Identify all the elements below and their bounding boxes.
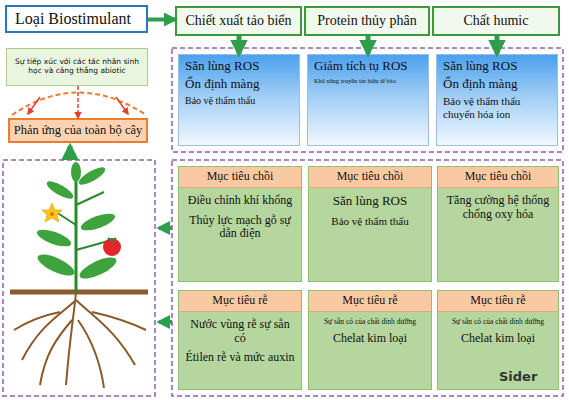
mechanism-box: Săn lùng ROS Ổn định màngBảo vệ thẩm thấu… [436, 54, 558, 146]
target-panel: Mục tiêu rễ Sự sẵn có của chất dinh dưỡng… [308, 290, 432, 390]
node-text: Protein thủy phân [317, 13, 417, 29]
panel-heading: Mục tiêu chồi [179, 167, 301, 188]
target-panel: Mục tiêu rễ Sự sẵn có của chất dinh dưỡng… [437, 290, 559, 390]
plant-frame [3, 160, 155, 396]
node-text: Săn lùng ROS [309, 194, 431, 209]
node-text: Săn lùng ROS [185, 59, 293, 74]
target-panel: Mục tiêu chồiTăng cường hệ thống chống o… [437, 166, 559, 282]
mechanism-box: Săn lùng ROS Ổn định màngBảo vệ thẩm thấu [178, 54, 300, 146]
category-box: Chất humic [432, 6, 560, 36]
node-text: Sự sẵn có của chất dinh dưỡng [438, 318, 558, 327]
group-outline [172, 48, 563, 152]
node-text: Chất humic [464, 13, 529, 29]
target-panel: Mục tiêu chồiĐiều chỉnh khí khổngThủy lự… [178, 166, 302, 282]
group-outline [172, 160, 563, 396]
flow-arrow [366, 36, 371, 54]
up-arrow [68, 146, 73, 158]
stress-arc [12, 93, 146, 116]
watermark: Sider [499, 369, 537, 384]
node-text: Thủy lực mạch gỗ sự dẫn điện [179, 214, 301, 242]
stress-box: Sự tiếp xúc với các tác nhân sinh học và… [6, 48, 148, 86]
node-text: Chelat kim loại [438, 332, 558, 346]
mechanism-box: Giảm tích tụ ROS Khả năng truyền tín hiệu… [307, 54, 429, 146]
node-text: Bảo vệ thẩm thấu [185, 95, 293, 107]
node-text: Phản ứng của toàn bộ cây [14, 123, 143, 137]
node-text: Điều chỉnh khí khổng [179, 194, 301, 208]
flow-arrow [77, 86, 79, 118]
response-box: Phản ứng của toàn bộ cây [8, 118, 148, 143]
node-text: Loại Biostimulant [15, 10, 146, 28]
panel-heading: Mục tiêu rễ [179, 291, 301, 312]
target-panel: Mục tiêu rễ Nước vùng rễ sự sẵn có Étilen … [178, 290, 302, 390]
target-panel: Mục tiêu chồiSăn lùng ROS Bảo vệ thẩm thấ… [308, 166, 432, 282]
panel-heading: Mục tiêu rễ [438, 291, 558, 312]
category-box: Protein thủy phân [304, 6, 430, 36]
node-text: Tăng cường hệ thống chống oxy hóa [438, 194, 558, 222]
node-text: Étilen rễ và mức auxin [179, 351, 301, 365]
node-text: Giảm tích tụ ROS [314, 59, 422, 74]
flow-arrow [237, 36, 242, 54]
left-arrow [159, 320, 172, 324]
node-text: Ổn định màng [185, 77, 293, 92]
node-text: Chiết xuất tảo biển [185, 13, 291, 29]
panel-heading: Mục tiêu chồi [309, 167, 431, 188]
stress-arrow [28, 97, 40, 114]
panel-heading: Mục tiêu rễ [309, 291, 431, 312]
node-text: Sự tiếp xúc với các tác nhân sinh học và… [11, 58, 143, 75]
node-text: Ổn định màng [443, 77, 551, 92]
title-box: Loại Biostimulant [5, 5, 148, 33]
node-text: Sự sẵn có của chất dinh dưỡng [309, 318, 431, 327]
stress-arrow [116, 97, 128, 114]
node-text: Chelat kim loại [309, 332, 431, 346]
flow-arrow [495, 36, 500, 54]
node-text: Bảo vệ thẩm thấu chuyển hóa ion [443, 95, 551, 120]
panel-heading: Mục tiêu chồi [438, 167, 558, 188]
plant-illustration [6, 162, 152, 393]
node-text: Nước vùng rễ sự sẵn có [179, 318, 301, 346]
node-text: Bảo vệ thẩm thấu [309, 215, 431, 228]
flow-arrow [148, 18, 175, 22]
node-text: Khả năng truyền tín hiệu tế bào [314, 77, 422, 84]
category-box: Chiết xuất tảo biển [175, 6, 302, 36]
node-text: Săn lùng ROS [443, 59, 551, 74]
left-arrow [159, 226, 172, 230]
